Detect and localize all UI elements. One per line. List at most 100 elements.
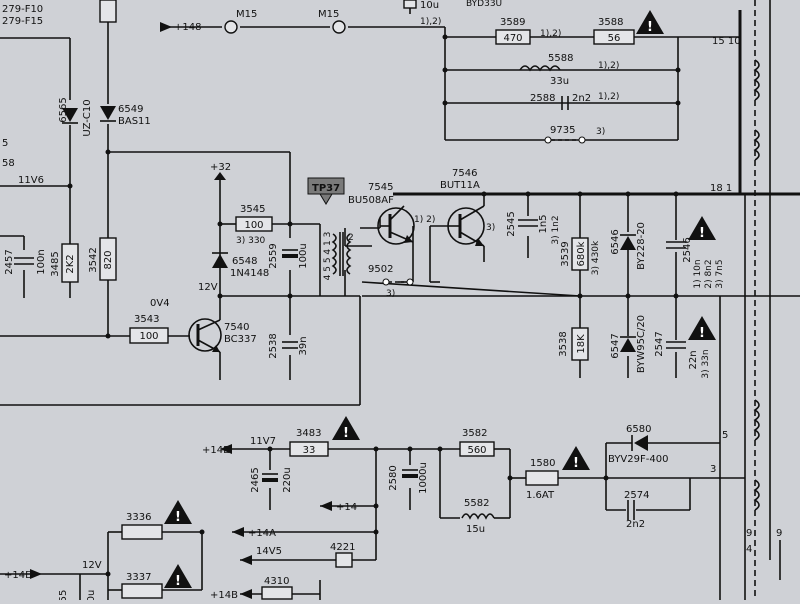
note-2546-2: 2) 8n2 bbox=[704, 259, 714, 288]
resistor-3539 bbox=[571, 237, 589, 271]
resistor-3543 bbox=[129, 327, 169, 344]
label-5: 5 bbox=[2, 138, 8, 149]
label-top-10u: 10u bbox=[420, 0, 439, 11]
value-6548: 1N4148 bbox=[230, 268, 269, 279]
value-2574: 2n2 bbox=[626, 519, 645, 530]
net-11v6: 11V6 bbox=[18, 175, 44, 186]
test-point-tp37 bbox=[307, 177, 345, 205]
note-3589: 1),2) bbox=[540, 29, 561, 39]
capacitor-2547 bbox=[666, 341, 686, 349]
label-3485: 3485 bbox=[50, 251, 61, 276]
note-3539: 3) 430k bbox=[591, 240, 601, 275]
label-2559: 2559 bbox=[268, 243, 279, 268]
label-tp37: TP37 bbox=[312, 183, 340, 194]
net-plus14a: +14A bbox=[248, 528, 276, 539]
value-7546: BUT11A bbox=[440, 180, 480, 191]
resistor-3545 bbox=[235, 216, 273, 232]
label-2457: 2457 bbox=[4, 249, 15, 274]
label-6546: 6546 bbox=[610, 229, 621, 254]
net-plus14d: +14D bbox=[4, 570, 33, 581]
svg-text:!: ! bbox=[647, 20, 653, 35]
label-3582: 3582 bbox=[462, 428, 487, 439]
pin-18-1: 18 1 bbox=[710, 183, 732, 194]
resistor-3538 bbox=[571, 327, 589, 361]
junction-dots bbox=[67, 34, 681, 577]
capacitor-2580 bbox=[402, 469, 418, 478]
net-0v4: 0V4 bbox=[150, 298, 170, 309]
label-3539: 3539 bbox=[560, 241, 571, 266]
label-2588: 2588 bbox=[530, 93, 555, 104]
label-6580: 6580 bbox=[626, 424, 651, 435]
arrow-plus14 bbox=[320, 501, 332, 511]
net-14v5: 14V5 bbox=[256, 546, 282, 557]
diode-6548 bbox=[212, 252, 228, 268]
value-2588: 2n2 bbox=[572, 93, 591, 104]
flyback-coil-lower bbox=[753, 399, 760, 441]
note-9735: 3) bbox=[596, 127, 605, 137]
diode-6546 bbox=[620, 234, 636, 250]
label-top-cut: BYD33U bbox=[466, 0, 502, 9]
pin-15-10: 15 10 bbox=[712, 36, 741, 47]
note-9502: 3) bbox=[386, 289, 395, 299]
note-7545: 1) 2) bbox=[414, 215, 435, 225]
value-3545: 100 bbox=[244, 220, 263, 231]
svg-text:!: ! bbox=[343, 426, 349, 441]
value-2547: 22n bbox=[688, 350, 699, 369]
connector-m15-b bbox=[332, 20, 346, 34]
label-top-left-2: 279-F15 bbox=[2, 16, 43, 27]
label-3538: 3538 bbox=[558, 331, 569, 356]
value-7540: BC337 bbox=[224, 334, 257, 345]
label-58: 58 bbox=[2, 158, 15, 169]
label-2580: 2580 bbox=[388, 465, 399, 490]
svg-text:!: ! bbox=[699, 326, 705, 341]
value-3582: 560 bbox=[467, 445, 486, 456]
capacitor-2538 bbox=[282, 341, 298, 349]
xfmr-pin-2: 2 bbox=[348, 233, 354, 243]
label-5582: 5582 bbox=[464, 498, 489, 509]
net-plus14b: +14B bbox=[210, 590, 238, 600]
label-1580: 1580 bbox=[530, 458, 555, 469]
component-labels: 279-F10 279-F15 5 58 11V6 +148 M15 M15 1… bbox=[2, 0, 782, 602]
label-m15-a: M15 bbox=[236, 9, 257, 20]
pin-3: 3 bbox=[710, 464, 716, 475]
transistor-7545 bbox=[377, 205, 415, 245]
net-plus14: +14 bbox=[336, 502, 357, 513]
value-6547: BYW95C/20 bbox=[636, 315, 647, 373]
net-plus14e: +14E bbox=[202, 445, 229, 456]
value-3542: 820 bbox=[103, 250, 114, 269]
value-6565: UZ-C10 bbox=[82, 99, 93, 136]
note-7546: 3) bbox=[486, 223, 495, 233]
flyback-coil-bottom bbox=[753, 479, 760, 511]
supply-plus32-symbol bbox=[214, 172, 226, 180]
driver-transformer bbox=[331, 232, 352, 276]
flyback-coil-upper bbox=[753, 59, 760, 101]
value-2457: 100n bbox=[36, 249, 47, 274]
note-2546-1: 1) 10n bbox=[693, 259, 703, 288]
arrow-plus14a bbox=[232, 527, 244, 537]
resistor-3588 bbox=[593, 29, 635, 45]
arrow-plus14e bbox=[220, 444, 232, 454]
svg-text:!: ! bbox=[699, 226, 705, 241]
label-top-note: 1),2) bbox=[420, 17, 441, 27]
label-7540: 7540 bbox=[224, 322, 249, 333]
warning-icon: ! bbox=[332, 416, 360, 441]
capacitor-2574 bbox=[627, 500, 635, 520]
pin-9-b: 9 bbox=[776, 528, 782, 539]
value-2580: 1000u bbox=[418, 462, 429, 494]
capacitor-2546 bbox=[666, 241, 686, 249]
svg-text:!: ! bbox=[573, 456, 579, 471]
label-2574: 2574 bbox=[624, 490, 649, 501]
warning-icon: ! bbox=[164, 500, 192, 525]
label-5588: 5588 bbox=[548, 53, 573, 64]
capacitor-2465 bbox=[262, 473, 278, 482]
label-3589: 3589 bbox=[500, 17, 525, 28]
flyback-coil-mid bbox=[753, 129, 760, 161]
svg-text:!: ! bbox=[175, 510, 181, 525]
label-3542: 3542 bbox=[88, 247, 99, 272]
diode-6580 bbox=[631, 435, 648, 451]
jumper-9735 bbox=[544, 136, 586, 144]
capacitor-2588 bbox=[561, 96, 569, 110]
label-3543: 3543 bbox=[134, 314, 159, 325]
value-3589: 470 bbox=[503, 33, 522, 44]
